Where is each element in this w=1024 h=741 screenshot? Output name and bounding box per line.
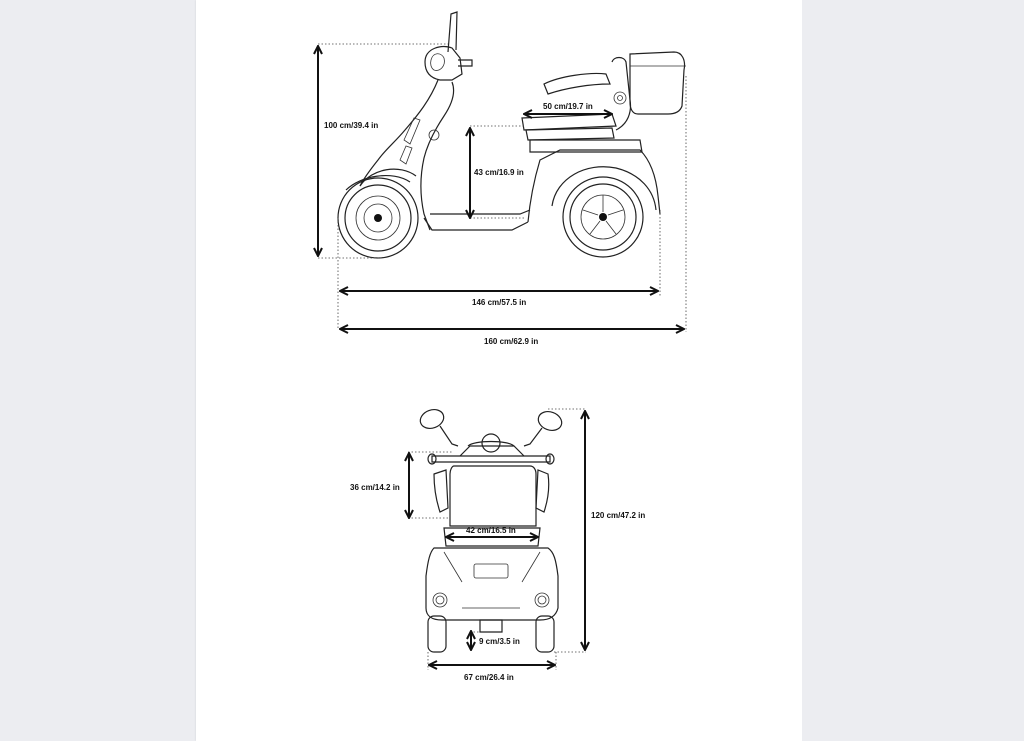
viewer-background-right (802, 0, 998, 741)
label-overall-height-side: 100 cm/39.4 in (324, 121, 378, 130)
document-page (196, 0, 802, 741)
viewer-background-left (0, 0, 196, 741)
label-overall-height-front: 120 cm/47.2 in (591, 511, 645, 520)
label-seat-depth: 50 cm/19.7 in (543, 102, 593, 111)
label-overall-width: 67 cm/26.4 in (464, 673, 514, 682)
label-backrest-height: 36 cm/14.2 in (350, 483, 400, 492)
front-view-scooter (419, 408, 563, 653)
label-seat-height: 43 cm/16.9 in (474, 168, 524, 177)
label-ground-clearance: 9 cm/3.5 in (479, 637, 520, 646)
front-view-dimension-arrows (409, 411, 585, 665)
label-overall-length: 160 cm/62.9 in (484, 337, 538, 346)
label-wheelbase: 146 cm/57.5 in (472, 298, 526, 307)
side-view-dimension-arrows (318, 46, 684, 329)
side-view-extension-lines (318, 43, 687, 332)
front-view-extension-lines (408, 408, 586, 670)
label-seat-width: 42 cm/16.5 in (466, 526, 516, 535)
side-view-scooter (337, 11, 686, 259)
